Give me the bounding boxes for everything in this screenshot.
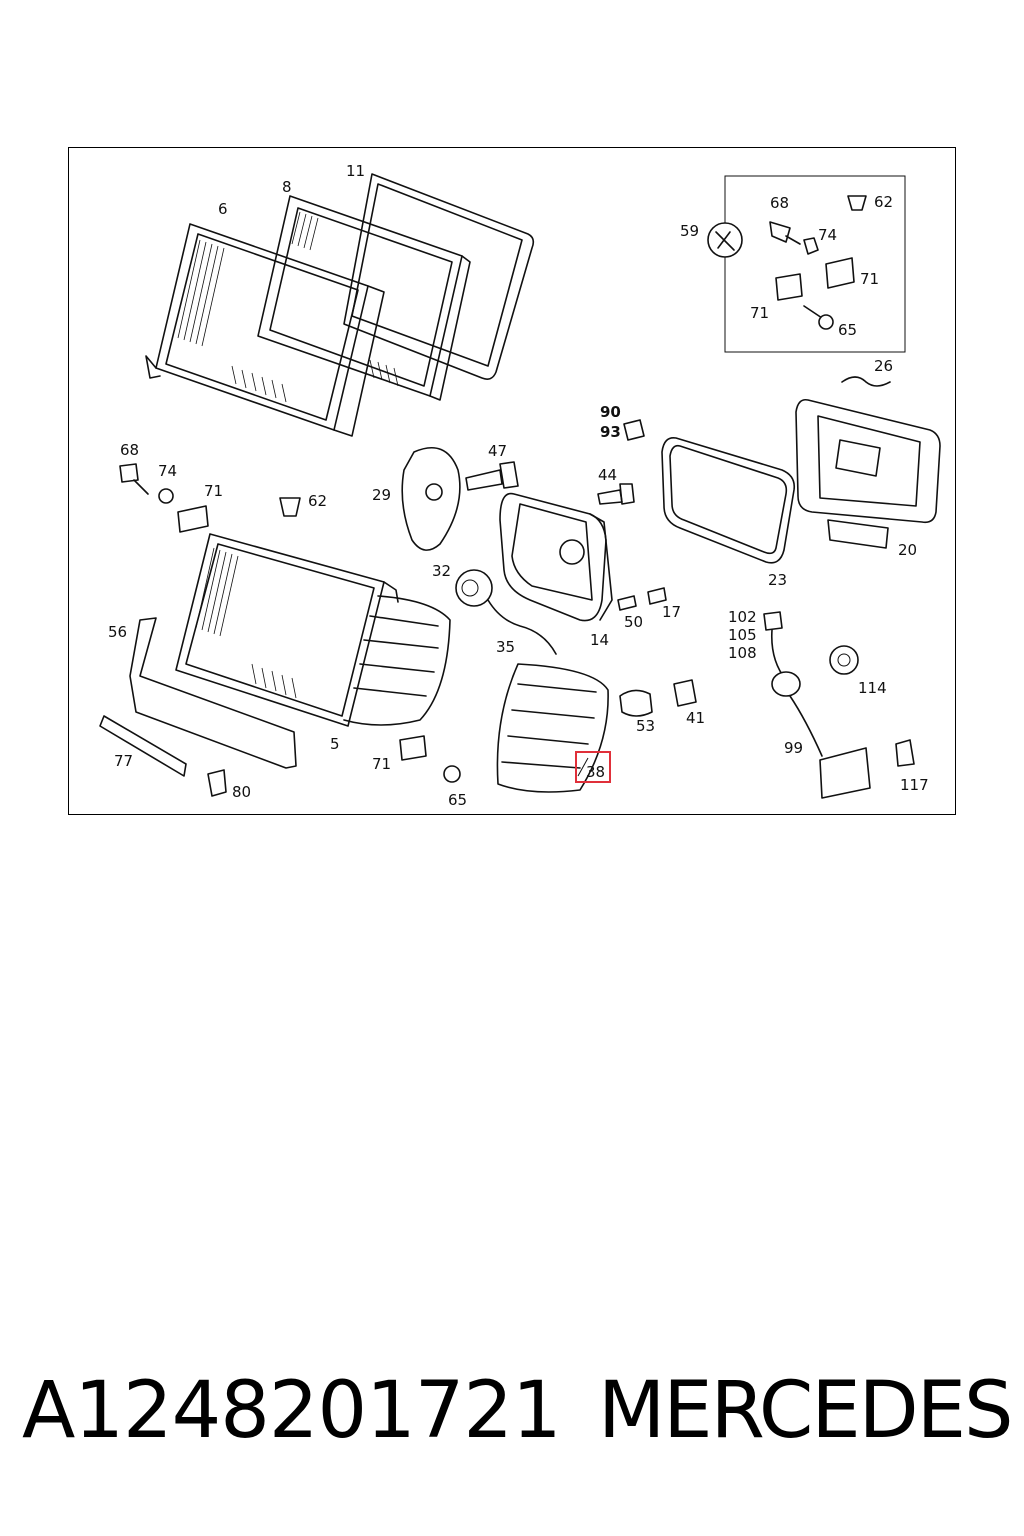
part-14-reflector: [499, 492, 613, 622]
part-41-socket: [673, 679, 697, 707]
inset-box: [724, 175, 906, 353]
part-90-connector: [623, 419, 645, 441]
label-65: 65: [448, 791, 467, 809]
part-65-screw-bottom: [443, 765, 461, 783]
label-99: 99: [784, 739, 803, 757]
label-56: 56: [108, 623, 127, 641]
label-77: 77: [114, 752, 133, 770]
label-35: 35: [496, 638, 515, 656]
label-23: 23: [768, 571, 787, 589]
label-71-inset-left: 71: [750, 304, 769, 322]
label-90: 90: [600, 403, 621, 421]
part-117-bulb: [895, 739, 915, 767]
label-8: 8: [282, 178, 292, 196]
part-17-bulb: [647, 587, 667, 605]
label-71: 71: [204, 482, 223, 500]
part-50-bulb: [617, 595, 637, 611]
label-65-inset: 65: [838, 321, 857, 339]
label-53: 53: [636, 717, 655, 735]
label-93: 93: [600, 423, 621, 441]
part-71-clip-bottom: [399, 735, 427, 761]
part-20-housing: [795, 398, 941, 549]
part-53-bulb: [619, 689, 653, 717]
brand-name: MERCEDES: [598, 1366, 1013, 1456]
label-68: 68: [120, 441, 139, 459]
part-38-signal-lens: [496, 663, 609, 793]
part-number: A1248201721: [22, 1366, 562, 1456]
label-14: 14: [590, 631, 609, 649]
label-62-inset: 62: [874, 193, 893, 211]
label-80: 80: [232, 783, 251, 801]
label-32: 32: [432, 562, 451, 580]
label-20: 20: [898, 541, 917, 559]
part-47-bulb: [465, 461, 519, 491]
label-29: 29: [372, 486, 391, 504]
parts-diagram: 11 8 6 59 68 62 74 71 71 65 26 90 93 68 …: [99, 162, 941, 809]
label-50: 50: [624, 613, 643, 631]
label-6: 6: [218, 200, 228, 218]
left-fasteners: [119, 463, 301, 533]
part-32-socket: [455, 569, 493, 607]
label-74: 74: [158, 462, 177, 480]
label-105: 105: [728, 626, 757, 644]
label-17: 17: [662, 603, 681, 621]
inset-parts: [707, 195, 867, 330]
part-23-gasket: [661, 436, 796, 564]
part-80-clip: [207, 769, 227, 797]
label-47: 47: [488, 442, 507, 460]
part-114-grommet: [829, 645, 859, 675]
label-71-bottom: 71: [372, 755, 391, 773]
label-74-inset: 74: [818, 226, 837, 244]
label-59: 59: [680, 222, 699, 240]
label-26: 26: [874, 357, 893, 375]
part-99-harness: [763, 611, 871, 799]
label-11: 11: [346, 162, 365, 180]
part-11-gasket: [343, 173, 535, 380]
part-26-clip: [841, 376, 891, 387]
label-41: 41: [686, 709, 705, 727]
label-62: 62: [308, 492, 327, 510]
part-56-bracket: [129, 617, 297, 769]
label-102: 102: [728, 608, 757, 626]
label-68-inset: 68: [770, 194, 789, 212]
label-71-inset-right: 71: [860, 270, 879, 288]
label-38: 38: [586, 763, 605, 781]
highlight-box-38: [575, 751, 611, 783]
label-117: 117: [900, 776, 929, 794]
part-77-rod: [99, 715, 187, 777]
part-6-lens: [145, 223, 385, 437]
part-8-frame: [257, 195, 471, 401]
label-44: 44: [598, 466, 617, 484]
diagram-frame: [68, 147, 956, 815]
part-35-wire: [487, 599, 557, 655]
label-108: 108: [728, 644, 757, 662]
label-5: 5: [330, 735, 340, 753]
label-114: 114: [858, 679, 887, 697]
part-29-shield: [401, 447, 461, 551]
part-5-headlamp: [175, 533, 451, 727]
part-44-bulb: [597, 483, 635, 505]
